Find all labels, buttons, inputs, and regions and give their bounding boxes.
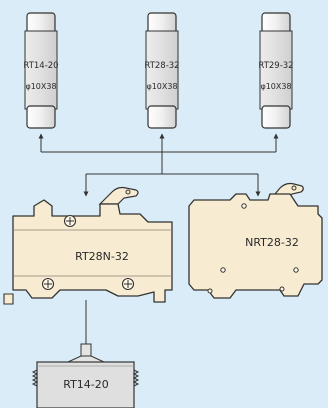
fuse-1-model-label: RT14-20 bbox=[23, 61, 58, 71]
base-left-ribs bbox=[31, 369, 39, 387]
holder-rt28n-label: RT28N-32 bbox=[75, 250, 129, 263]
fuse-3-model-label: RT29-32 bbox=[258, 61, 293, 71]
holder-nrt28-label: NRT28-32 bbox=[245, 236, 299, 249]
fuse-2-top-cap bbox=[147, 12, 177, 34]
holder-rt28n-screw-left bbox=[41, 277, 55, 291]
fuse-2-size-label: φ10X38 bbox=[146, 82, 177, 91]
holder-rt28n-lever bbox=[98, 186, 139, 205]
holder-rt28n-screw-right bbox=[121, 277, 135, 291]
holder-rt28n-body bbox=[12, 199, 173, 303]
holder-nrt28-hole-top bbox=[241, 203, 247, 209]
fuse-1-size-label: φ10X38 bbox=[25, 82, 56, 91]
fuse-1: RT14-20 φ10X38 bbox=[23, 12, 59, 129]
fuse-2-bottom-cap bbox=[147, 105, 177, 129]
holder-nrt28-hole-left bbox=[220, 267, 226, 273]
holder-nrt28-hole-right bbox=[293, 267, 299, 273]
connector-lines bbox=[38, 133, 279, 352]
holder-rt28n-rail-foot bbox=[3, 293, 14, 305]
fuse-2-body bbox=[145, 30, 179, 110]
holder-nrt28-hole-foot-left bbox=[207, 288, 213, 294]
fuse-3-top-cap bbox=[261, 12, 291, 34]
holder-rt28n-lever-pin bbox=[125, 189, 131, 195]
holder-nrt28-hole-foot-right bbox=[279, 286, 285, 292]
holder-nrt28-lever-pin bbox=[291, 185, 297, 191]
holder-rt28n: RT28N-32 bbox=[3, 186, 173, 305]
fuse-1-bottom-cap bbox=[26, 105, 56, 129]
fuse-3: RT29-32 φ10X38 bbox=[258, 12, 294, 129]
base-right-ribs bbox=[132, 369, 140, 387]
fuse-1-top-cap bbox=[26, 12, 56, 34]
fuse-3-bottom-cap bbox=[261, 105, 291, 129]
fuse-3-size-label: φ10X38 bbox=[260, 82, 291, 91]
base-plug bbox=[80, 343, 92, 357]
fuse-1-body bbox=[24, 30, 58, 110]
base-rt14: RT14-20 bbox=[31, 343, 140, 408]
fuse-2-model-label: RT28-32 bbox=[144, 61, 179, 71]
base-label: RT14-20 bbox=[63, 378, 109, 391]
fuse-2: RT28-32 φ10X38 bbox=[144, 12, 180, 129]
holder-rt28n-screw-top bbox=[63, 214, 77, 228]
holder-nrt28: NRT28-32 bbox=[188, 182, 323, 299]
base-plug-flange bbox=[67, 355, 105, 363]
base-body bbox=[36, 361, 135, 408]
